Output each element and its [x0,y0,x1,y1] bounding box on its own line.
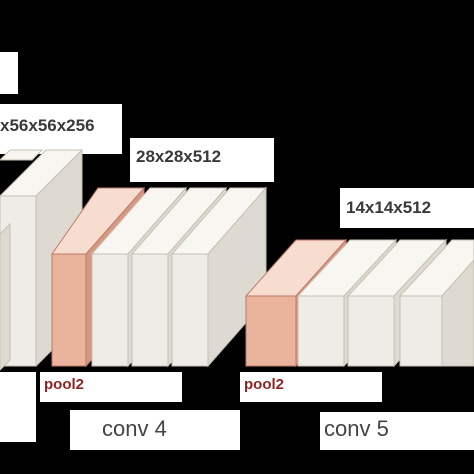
conv4-group-label: conv 4 [70,410,240,450]
pool2-label-conv5: pool2 [240,372,382,402]
conv5-block-3 [398,239,474,367]
conv3-block-1 [0,149,44,361]
conv4-dimension-label: 28x28x512 [130,138,274,182]
conv5-group-label: conv 5 [320,412,474,450]
top-left-panel [0,52,18,94]
conv5-dimension-label: 14x14x512 [340,188,474,228]
pool2-label-conv4: pool2 [40,372,182,402]
conv3-block-3 [0,222,11,371]
conv4-block-3 [170,186,268,368]
conv5-stack [244,238,474,368]
bottom-left-panel [0,372,36,442]
conv3-dimension-label: x56x56x256 [0,110,101,142]
conv4-stack [51,186,268,368]
